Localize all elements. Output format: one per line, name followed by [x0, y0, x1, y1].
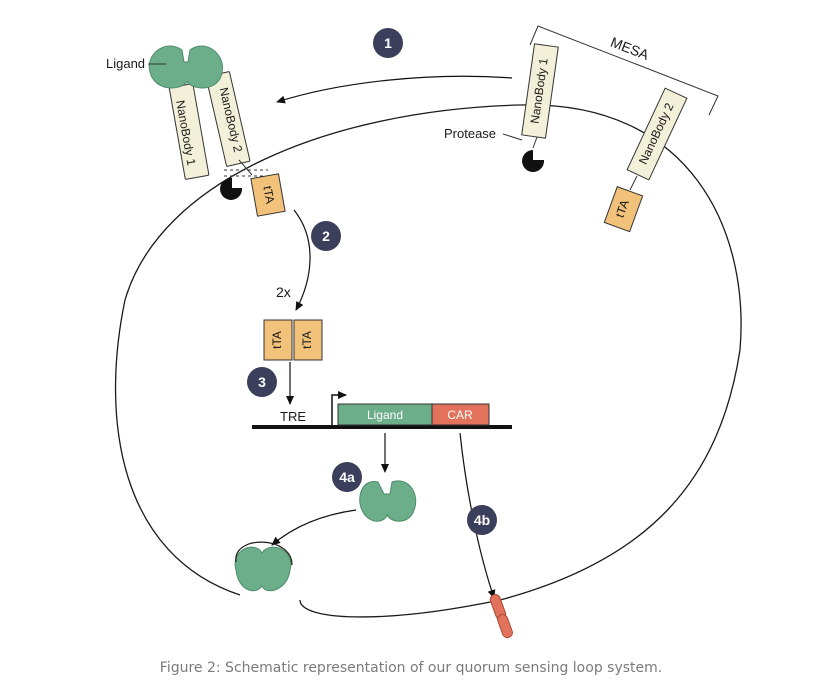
- step-4a-badge: 4a: [332, 462, 362, 492]
- step-1-arrow: [276, 75, 513, 104]
- mesa-bracket: [529, 25, 719, 116]
- svg-text:1: 1: [384, 35, 392, 51]
- svg-text:3: 3: [258, 374, 266, 390]
- mesa-label: MESA: [608, 34, 651, 63]
- left-tta: tTA: [250, 173, 286, 217]
- gene-car-label: CAR: [447, 408, 473, 422]
- protease-label: Protease: [444, 126, 496, 141]
- svg-text:tTA: tTA: [270, 331, 284, 349]
- ligand-label: Ligand: [106, 56, 145, 71]
- figure-caption: Figure 2: Schematic representation of ou…: [159, 660, 663, 676]
- right-tta-label: tTA: [613, 198, 632, 219]
- step-4b-badge: 4b: [467, 505, 497, 535]
- tre-label: TRE: [280, 409, 306, 424]
- left-tta-label: tTA: [260, 185, 277, 205]
- step-3-badge: 3: [247, 367, 277, 397]
- svg-text:4b: 4b: [474, 512, 490, 528]
- step-2-arrow: [293, 209, 311, 311]
- gene-ligand-label: Ligand: [367, 408, 403, 422]
- ligand-bound-icon: [148, 45, 223, 89]
- gene-car: CAR: [431, 403, 490, 426]
- right-tta: tTA: [603, 186, 644, 233]
- svg-text:tTA: tTA: [300, 331, 314, 349]
- two-x-label: 2x: [276, 284, 291, 300]
- right-receptor-complex: NanoBody 1 Protease NanoBody 2 tTA: [444, 43, 688, 233]
- secretion-arrow: [271, 509, 357, 546]
- tta-dimer-a: tTA: [263, 319, 293, 361]
- step-1-badge: 1: [373, 28, 403, 58]
- step-2-badge: 2: [311, 221, 341, 251]
- svg-text:2: 2: [322, 228, 330, 244]
- ligand-secreted-icon: [359, 480, 417, 522]
- left-receptor-complex: NanoBody 1 NanoBody 2 tTA: [168, 71, 286, 217]
- left-protease-icon: [220, 177, 243, 200]
- ligand-exit-icon: [234, 541, 293, 592]
- svg-text:4a: 4a: [339, 469, 355, 485]
- cell-membrane: [114, 104, 742, 618]
- right-nanobody-1: NanoBody 1: [521, 43, 559, 139]
- tta-dimer-b: tTA: [293, 319, 323, 361]
- right-protease-icon: [522, 150, 545, 172]
- right-nanobody-2: NanoBody 2: [626, 87, 688, 181]
- left-nanobody-1: NanoBody 1: [168, 83, 210, 180]
- promoter-icon: [331, 391, 347, 425]
- car-receptor-icon: [489, 593, 513, 639]
- gene-ligand: Ligand: [337, 403, 433, 426]
